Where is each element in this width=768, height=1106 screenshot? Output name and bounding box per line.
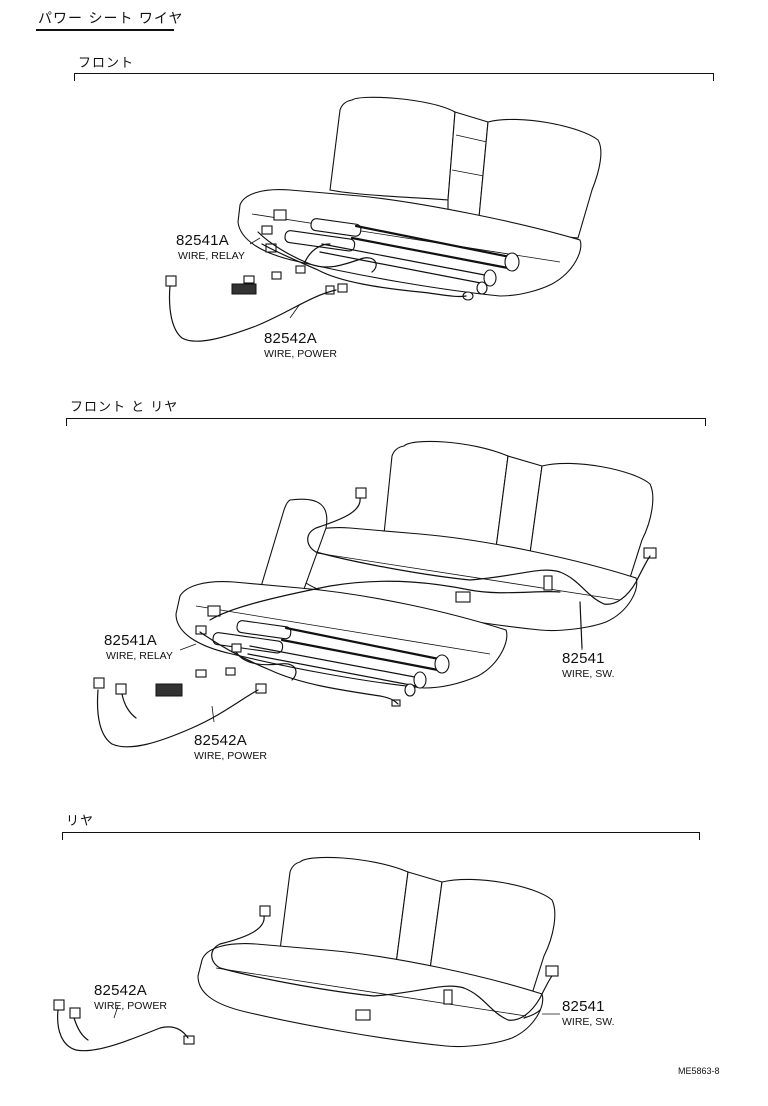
part-name-wire-power: WIRE, POWER [194, 750, 267, 762]
part-name-wire-sw: WIRE, SW. [562, 1016, 615, 1028]
part-number-82541: 82541 [562, 998, 605, 1015]
rear-seat-drawing-3 [53, 856, 559, 1052]
section-tick-right [705, 418, 706, 426]
section-tick-right [713, 73, 714, 81]
section-title-front: フロント [78, 56, 135, 71]
front-seat-drawing-2 [93, 487, 657, 748]
section-rule-front-and-rear [66, 418, 706, 419]
figure-code: ME5863-8 [678, 1066, 720, 1076]
part-number-82541a: 82541A [176, 232, 229, 249]
part-name-wire-relay: WIRE, RELAY [178, 250, 245, 262]
page-title: パワー シート ワイヤ [38, 11, 184, 27]
section-rule-front [74, 73, 714, 74]
part-number-82542a: 82542A [194, 732, 247, 749]
section-title-front-and-rear: フロント と リヤ [70, 400, 179, 415]
part-number-82541: 82541 [562, 650, 605, 667]
part-name-wire-power: WIRE, POWER [94, 1000, 167, 1012]
front-seat-drawing [165, 96, 602, 342]
section-tick-left [62, 832, 63, 840]
part-number-82542a: 82542A [264, 330, 317, 347]
part-name-wire-sw: WIRE, SW. [562, 668, 615, 680]
part-name-wire-power: WIRE, POWER [264, 348, 337, 360]
section-tick-left [66, 418, 67, 426]
section-title-rear: リヤ [66, 814, 95, 829]
section-rule-rear [62, 832, 700, 833]
part-number-82541a: 82541A [104, 632, 157, 649]
part-number-82542a: 82542A [94, 982, 147, 999]
section-tick-right [699, 832, 700, 840]
title-underline [36, 29, 174, 31]
part-name-wire-relay: WIRE, RELAY [106, 650, 173, 662]
leader-lines [113, 237, 583, 1019]
section-tick-left [74, 73, 75, 81]
